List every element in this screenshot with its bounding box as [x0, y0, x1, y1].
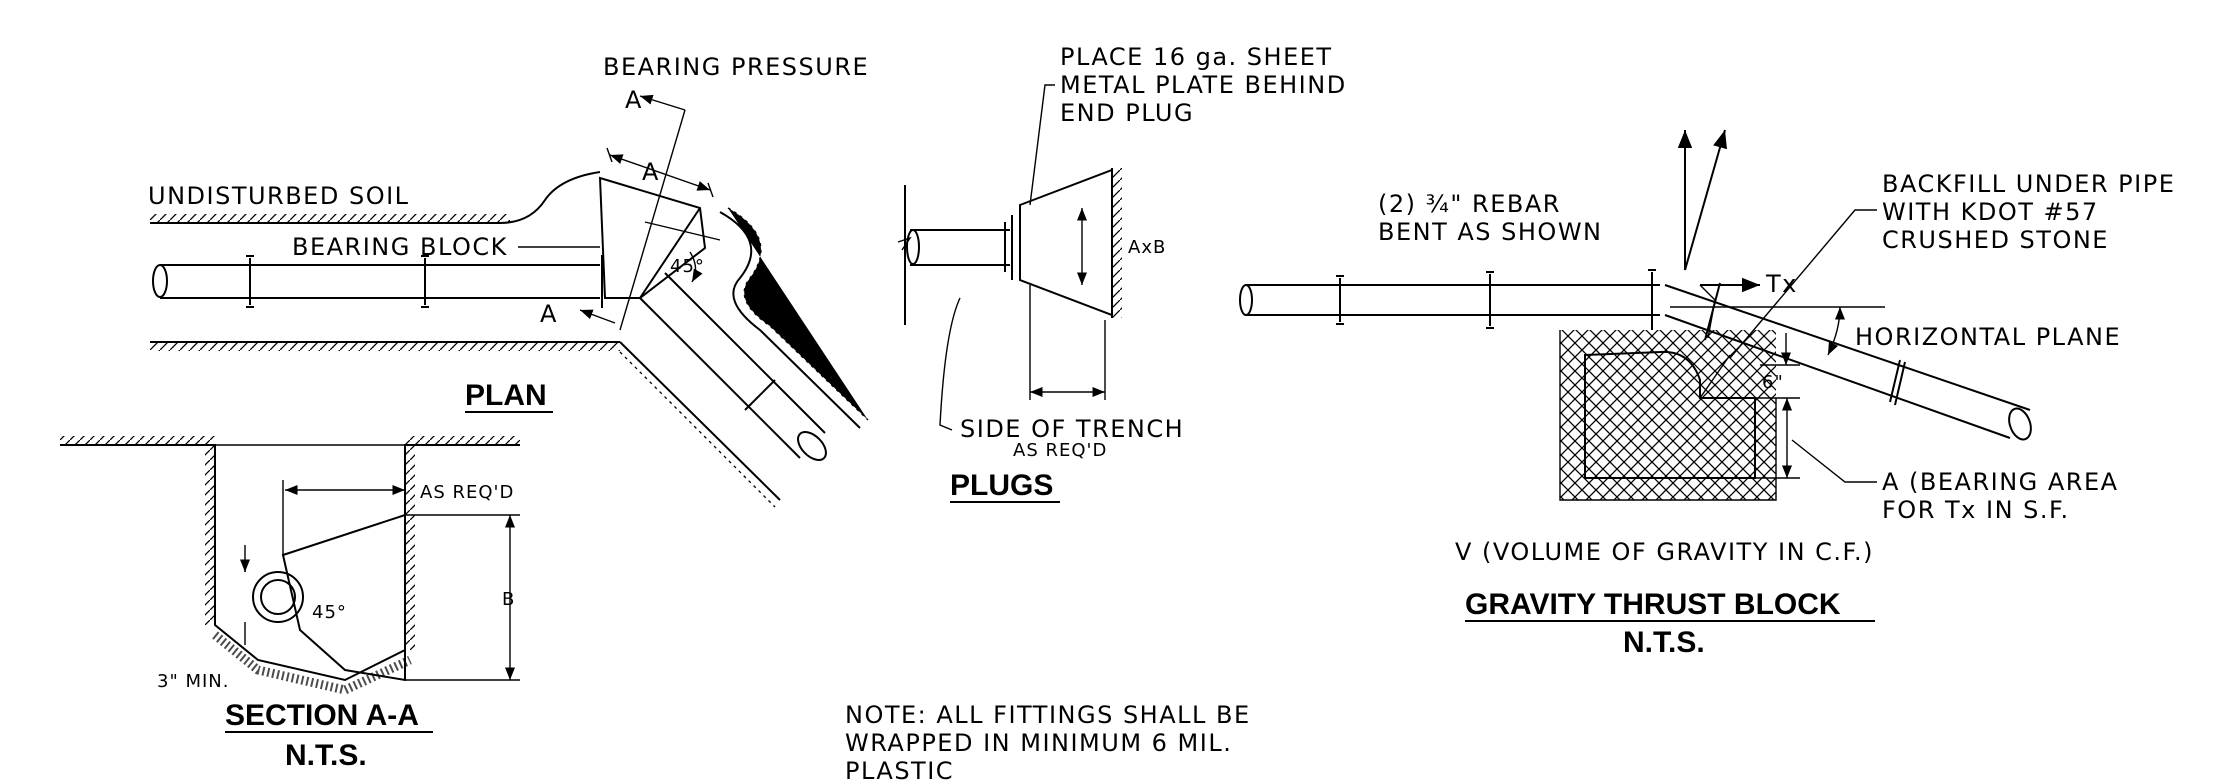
volume-label: V (VOLUME OF GRAVITY IN C.F.): [1455, 538, 1874, 566]
section-title: SECTION A-A: [225, 699, 419, 732]
note-line-2: WRAPPED IN MINIMUM 6 MIL.: [845, 729, 1232, 757]
section-marker-top: A: [625, 86, 643, 114]
section-subtitle: N.T.S.: [285, 739, 367, 772]
tx-label: Tx: [1765, 270, 1798, 298]
section-block-shape: [281, 513, 406, 682]
soil-hatch: [150, 342, 620, 351]
backfill-line-1: BACKFILL UNDER PIPE: [1882, 170, 2175, 198]
plug-block-shape: [1019, 168, 1113, 317]
pipe-section: [252, 571, 304, 623]
rebar-line-2: BENT AS SHOWN: [1378, 218, 1603, 246]
plug-note-line-3: END PLUG: [1060, 99, 1194, 127]
section-angle: 45°: [312, 602, 347, 623]
bearing-block-shape: [598, 176, 707, 299]
section-as-reqd: AS REQ'D: [420, 482, 514, 503]
plugs-title: PLUGS: [950, 469, 1053, 502]
backfill-line-2: WITH KDOT #57: [1882, 198, 2099, 226]
note-line-1: NOTE: ALL FITTINGS SHALL BE: [845, 701, 1251, 729]
horizontal-plane-label: HORIZONTAL PLANE: [1855, 323, 2121, 351]
plan-angle: 45°: [670, 256, 705, 277]
bearing-area-line-1: A (BEARING AREA: [1882, 468, 2119, 496]
plugs-view: PLACE 16 ga. SHEET METAL PLATE BEHIND EN…: [897, 43, 1347, 503]
general-note: NOTE: ALL FITTINGS SHALL BE WRAPPED IN M…: [845, 701, 1251, 784]
rebar-line-1: (2) ¾" REBAR: [1378, 190, 1561, 218]
section-marker-bottom: A: [540, 300, 558, 328]
bearing-block-label: BEARING BLOCK: [292, 233, 508, 261]
backfill-line-3: CRUSHED STONE: [1882, 226, 2109, 254]
gravity-title: GRAVITY THRUST BLOCK: [1465, 588, 1841, 621]
six-inch-label: 6": [1762, 372, 1784, 393]
gravity-subtitle: N.T.S.: [1623, 626, 1705, 659]
plan-view: BEARING PRESSURE A A A UNDISTURBED SOIL …: [148, 53, 869, 508]
gravity-soil-hatch: [1560, 330, 1776, 500]
soil-hatch: [150, 214, 510, 223]
undisturbed-soil-label: UNDISTURBED SOIL: [148, 182, 410, 210]
min-cover-label: 3" MIN.: [157, 671, 229, 692]
plug-as-reqd: AS REQ'D: [1013, 440, 1107, 461]
plug-axb: AxB: [1128, 237, 1166, 258]
note-line-3: PLASTIC: [845, 757, 954, 784]
bearing-pressure-label: BEARING PRESSURE: [603, 53, 869, 81]
plug-note-line-2: METAL PLATE BEHIND: [1060, 71, 1347, 99]
plug-note-line-1: PLACE 16 ga. SHEET: [1060, 43, 1333, 71]
plan-dim-a: A: [642, 158, 660, 186]
bearing-area-line-2: FOR Tx IN S.F.: [1882, 496, 2070, 524]
side-of-trench-label: SIDE OF TRENCH: [960, 415, 1184, 443]
section-view: 45° AS REQ'D B 3" MIN. SECTION A-A N.T.S…: [60, 436, 520, 772]
section-dim-b: B: [502, 589, 515, 610]
plan-title: PLAN: [465, 379, 547, 412]
gravity-block-shape: [1584, 350, 1756, 479]
gravity-thrust-block-view: Tx HORIZONTAL PLANE 6" (2) ¾" REBAR BENT…: [1239, 129, 2175, 659]
